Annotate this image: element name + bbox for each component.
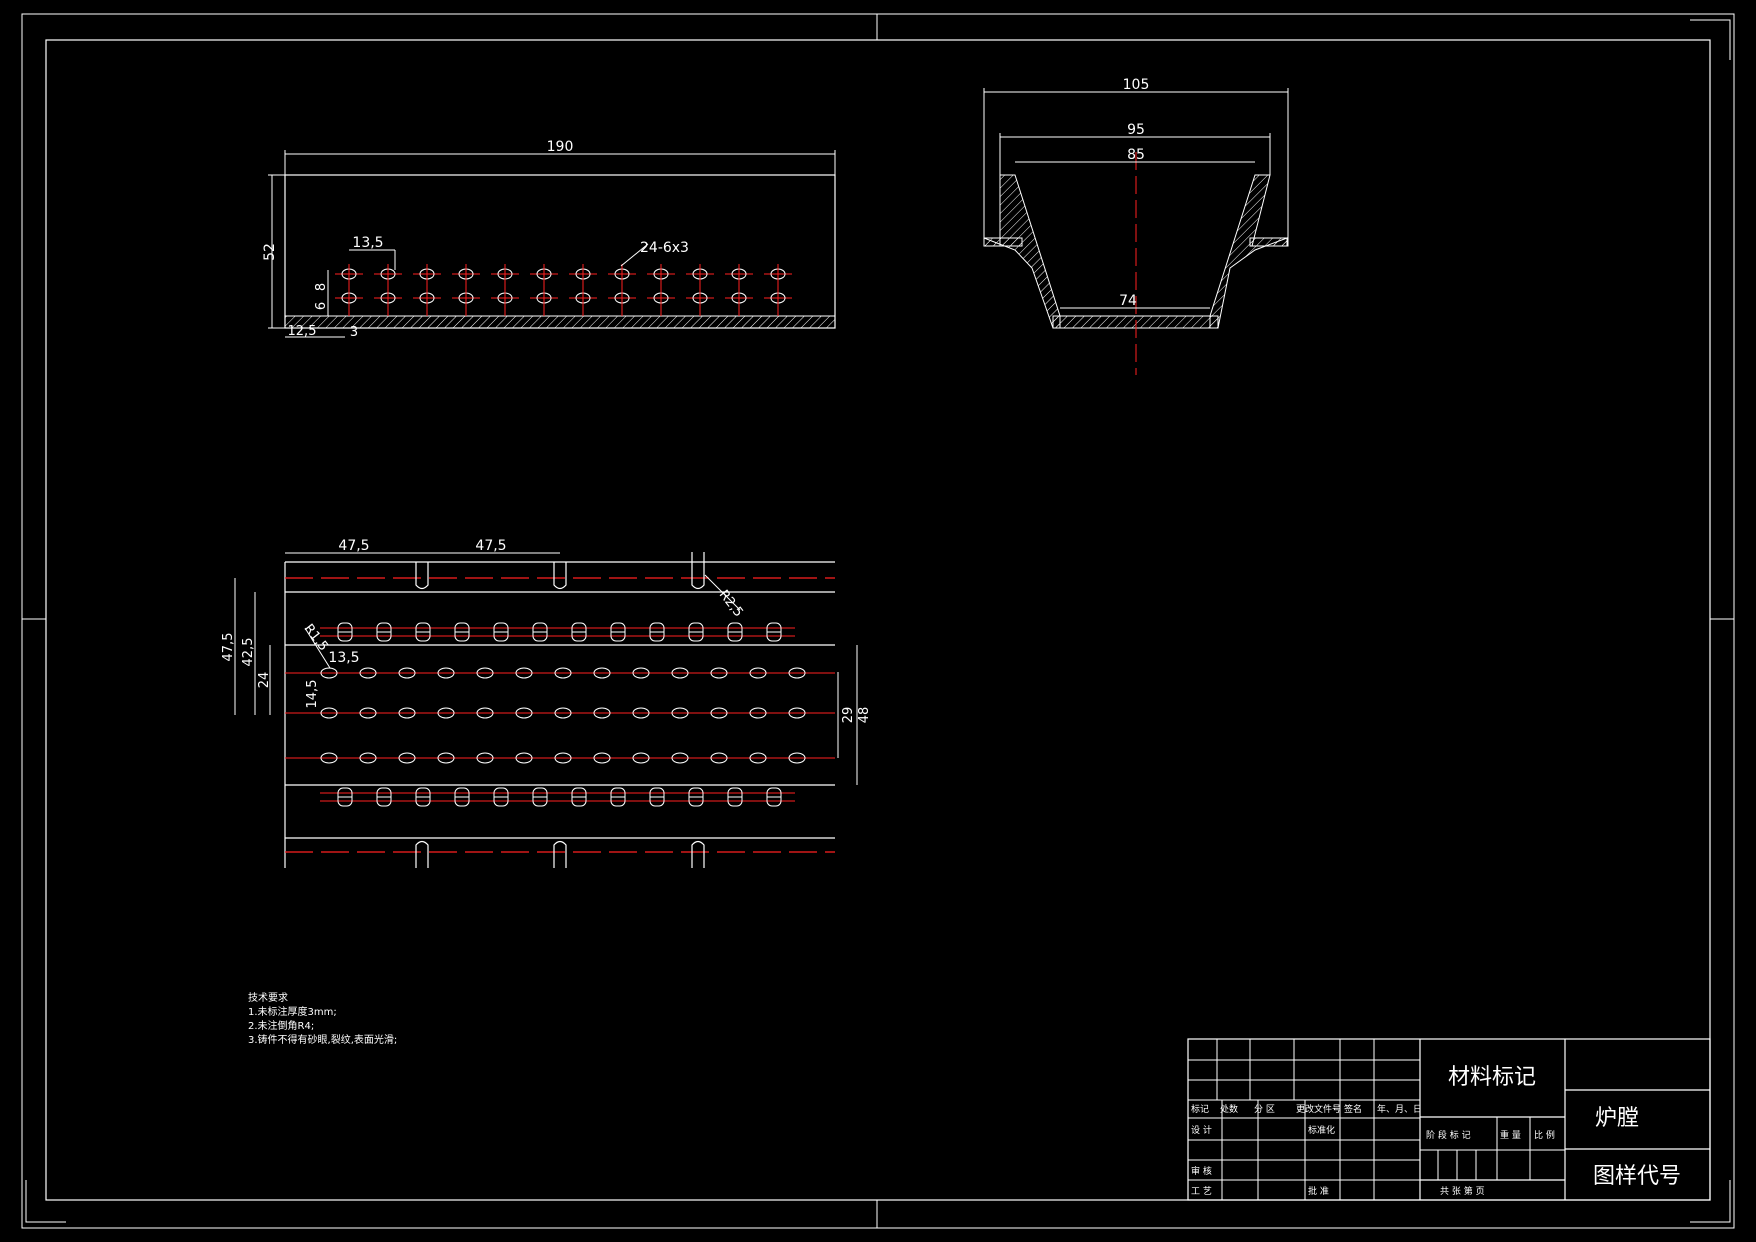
round-hole bbox=[554, 667, 572, 679]
title-block-process: 工 艺 bbox=[1191, 1186, 1212, 1197]
round-hole bbox=[671, 667, 689, 679]
round-hole bbox=[749, 667, 767, 679]
dim-top-row-offset: 14,5 bbox=[305, 680, 320, 709]
front-view: 190 52 13,5 24-6x3 8 6 12,5 3 bbox=[262, 139, 836, 340]
dim-top-total-width: 47,5 bbox=[221, 633, 236, 662]
round-hole bbox=[476, 667, 494, 679]
round-hole bbox=[632, 752, 650, 764]
drawing-code-label: 图样代号 bbox=[1593, 1164, 1681, 1189]
top-view-holes bbox=[285, 622, 835, 807]
dim-front-hole-width: 3 bbox=[350, 325, 358, 340]
round-hole bbox=[359, 707, 377, 719]
round-hole bbox=[476, 752, 494, 764]
round-hole bbox=[671, 752, 689, 764]
dim-top-right-outer: 48 bbox=[857, 707, 872, 724]
note-item-3: 3.铸件不得有砂眼,裂纹,表面光滑; bbox=[248, 1033, 397, 1046]
dim-top-hole-pitch: 13,5 bbox=[328, 650, 359, 666]
round-hole bbox=[398, 752, 416, 764]
dim-front-length: 190 bbox=[547, 139, 574, 155]
round-hole bbox=[788, 752, 806, 764]
title-block-label-date: 年、月、日 bbox=[1377, 1103, 1422, 1115]
round-hole bbox=[320, 667, 338, 679]
round-hole bbox=[437, 667, 455, 679]
title-block-grid bbox=[1188, 1039, 1565, 1200]
title-block-scale: 比 例 bbox=[1534, 1129, 1555, 1141]
round-hole bbox=[437, 752, 455, 764]
round-hole bbox=[320, 707, 338, 719]
notes-heading: 技术要求 bbox=[248, 991, 288, 1004]
dim-top-slot-pitch-2: 47,5 bbox=[475, 538, 506, 554]
dim-top-slot-pitch-1: 47,5 bbox=[338, 538, 369, 554]
part-name: 炉膛 bbox=[1595, 1106, 1639, 1131]
title-block-stage-mark: 阶 段 标 记 bbox=[1426, 1129, 1471, 1141]
dim-top-width-2: 42,5 bbox=[241, 638, 256, 667]
round-hole bbox=[593, 707, 611, 719]
round-hole bbox=[671, 707, 689, 719]
round-hole bbox=[437, 707, 455, 719]
front-view-holes bbox=[335, 264, 792, 316]
dim-section-flange: 105 bbox=[1123, 77, 1150, 93]
dim-section-top-outer: 95 bbox=[1127, 122, 1145, 138]
section-view: 105 95 85 74 bbox=[983, 77, 1289, 375]
title-block-label-change-doc: 更改文件号 bbox=[1296, 1103, 1341, 1115]
material-label: 材料标记 bbox=[1448, 1065, 1536, 1090]
title-block-standardize: 标准化 bbox=[1308, 1124, 1335, 1136]
round-hole bbox=[554, 707, 572, 719]
round-hole bbox=[515, 667, 533, 679]
title-block: 标记 处数 分 区 更改文件号 签名 年、月、日 设 计 标准化 审 核 工 艺… bbox=[1187, 1038, 1711, 1201]
note-item-1: 1.未标注厚度3mm; bbox=[248, 1005, 337, 1018]
round-hole bbox=[749, 707, 767, 719]
dim-front-hole-spec: 24-6x3 bbox=[640, 240, 689, 256]
round-hole bbox=[749, 752, 767, 764]
round-hole bbox=[710, 707, 728, 719]
dim-top-hole-radius: R1,5 bbox=[301, 622, 331, 655]
dim-front-hole-pitch: 13,5 bbox=[352, 235, 383, 251]
round-hole bbox=[320, 752, 338, 764]
sheet-frame bbox=[21, 13, 1735, 1229]
dim-top-right-inner: 29 bbox=[841, 707, 856, 724]
dim-front-row-gap: 8 bbox=[314, 283, 329, 291]
title-block-review: 审 核 bbox=[1191, 1165, 1212, 1177]
round-hole bbox=[359, 752, 377, 764]
dim-section-top-inner: 85 bbox=[1127, 147, 1145, 163]
round-hole bbox=[788, 707, 806, 719]
dim-front-height: 52 bbox=[262, 243, 278, 261]
round-hole bbox=[710, 752, 728, 764]
round-hole bbox=[476, 707, 494, 719]
title-block-approve: 批 准 bbox=[1308, 1185, 1329, 1197]
dim-front-edge: 12,5 bbox=[288, 324, 317, 339]
title-block-label-zone: 分 区 bbox=[1254, 1104, 1275, 1115]
title-block-label-sign: 签名 bbox=[1344, 1103, 1362, 1115]
round-hole bbox=[515, 752, 533, 764]
round-hole bbox=[593, 752, 611, 764]
round-hole bbox=[398, 667, 416, 679]
top-view: 47,5 47,5 R2,5 R1,5 13,5 14,5 47,5 42,5 … bbox=[221, 538, 872, 868]
round-hole bbox=[515, 707, 533, 719]
dim-top-width-3: 24 bbox=[257, 672, 272, 689]
round-hole bbox=[632, 667, 650, 679]
round-hole bbox=[554, 752, 572, 764]
title-block-label-mark: 标记 bbox=[1191, 1103, 1209, 1115]
round-hole bbox=[788, 667, 806, 679]
technical-notes: 技术要求 1.未标注厚度3mm; 2.未注倒角R4; 3.铸件不得有砂眼,裂纹,… bbox=[248, 991, 397, 1046]
dim-section-bottom: 74 bbox=[1119, 293, 1137, 309]
round-hole bbox=[593, 667, 611, 679]
title-block-design: 设 计 bbox=[1191, 1124, 1212, 1136]
note-item-2: 2.未注倒角R4; bbox=[248, 1019, 314, 1032]
title-block-sheets: 共 张 第 页 bbox=[1440, 1185, 1485, 1197]
title-block-label-count: 处数 bbox=[1220, 1103, 1238, 1115]
dim-front-bottom-gap: 6 bbox=[314, 302, 329, 310]
round-hole bbox=[398, 707, 416, 719]
round-hole bbox=[710, 667, 728, 679]
round-hole bbox=[359, 667, 377, 679]
round-hole bbox=[632, 707, 650, 719]
title-block-weight: 重 量 bbox=[1500, 1129, 1521, 1141]
